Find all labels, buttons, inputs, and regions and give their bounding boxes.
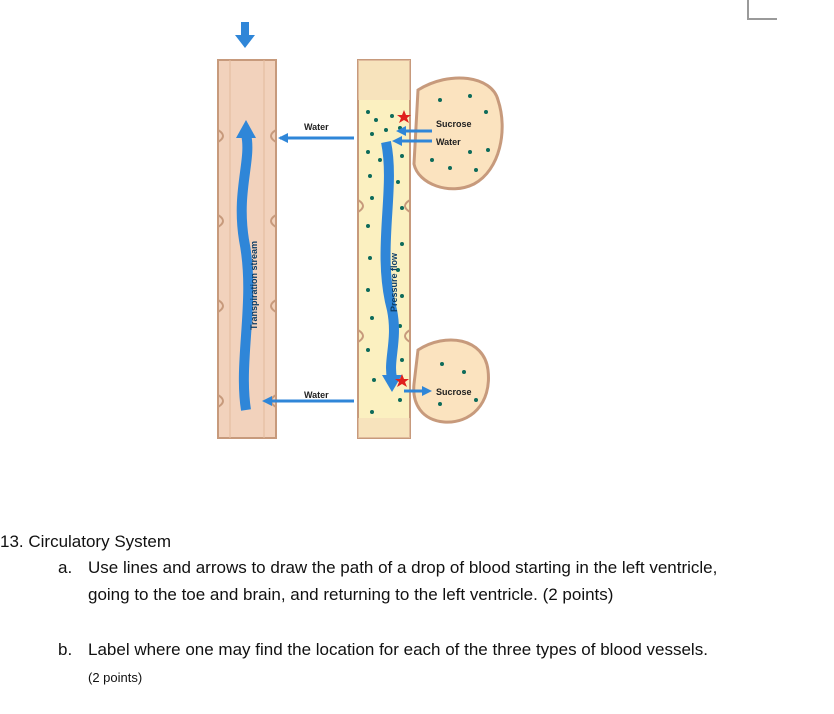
water-loading-arrow: Water (392, 136, 461, 147)
transpiration-stream-label: Transpiration stream (249, 241, 259, 330)
sucrose-label-source: Sucrose (436, 119, 472, 129)
item-marker: a. (58, 558, 73, 577)
transpiration-stream-arrow: Transpiration stream (236, 120, 259, 411)
item-b-text: Label where one may find the location fo… (88, 640, 708, 659)
sucrose-unloading-arrow: Sucrose (404, 386, 472, 397)
question-title: 13. Circulatory System (0, 532, 171, 551)
item-text: Label where one may find the location fo… (88, 636, 718, 691)
sucrose-label-sink: Sucrose (436, 387, 472, 397)
sink-cell (412, 338, 490, 424)
item-b-points: (2 points) (88, 670, 143, 685)
item-a-text: Use lines and arrows to draw the path of… (88, 558, 718, 604)
page-corner-mark (747, 0, 777, 20)
water-arrow-bottom: Water (262, 390, 354, 406)
water-label-source: Water (436, 137, 461, 147)
star-marker-top (397, 110, 411, 123)
inflow-down-arrow (235, 22, 255, 48)
sucrose-loading-arrow: Sucrose (396, 119, 472, 136)
water-label-bottom: Water (304, 390, 329, 400)
xylem-phloem-diagram: Transpiration stream Pressure flow (217, 22, 504, 439)
water-label-top: Water (304, 122, 329, 132)
water-arrow-top: Water (278, 122, 354, 143)
item-text: Use lines and arrows to draw the path of… (88, 554, 718, 608)
star-marker-bottom (395, 374, 409, 387)
item-marker: b. (58, 640, 73, 659)
pressure-flow-label: Pressure flow (389, 252, 399, 312)
source-cell (412, 76, 504, 191)
